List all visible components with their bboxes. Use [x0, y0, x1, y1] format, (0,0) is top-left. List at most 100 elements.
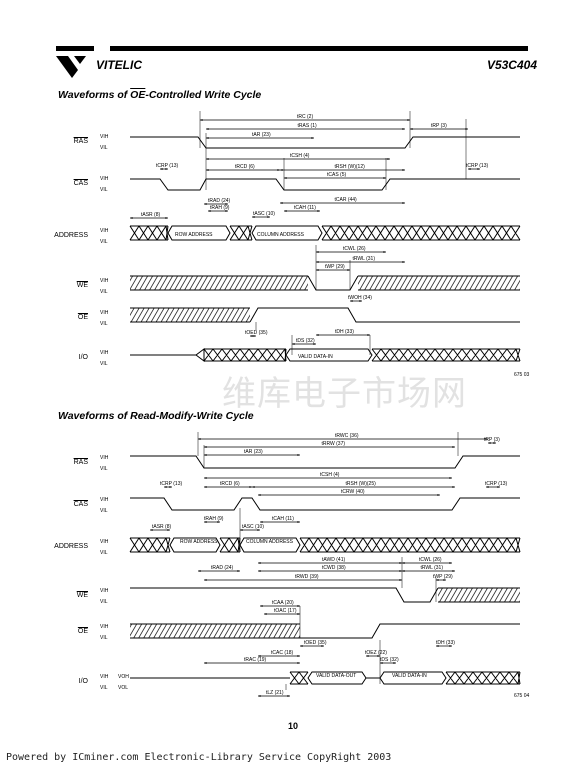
s2-row-address-label: ROW ADDRESS: [180, 539, 218, 545]
s2-signal-ras: RAS: [73, 459, 88, 466]
s1-twp: tWP (29): [325, 264, 345, 270]
s2-we-wave: [130, 587, 439, 603]
s2-tasr: tASR (8): [152, 524, 172, 530]
s1-tcas: tCAS (5): [327, 172, 347, 178]
s1-trwl: tRWL (31): [353, 256, 376, 262]
s2-trcd: tRCD (6): [220, 481, 240, 487]
section1-title-overline: OE: [130, 89, 146, 101]
s1-tras: tRAS (1): [298, 123, 318, 129]
part-number: V53C404: [486, 58, 537, 72]
s2-toez: tOEZ (22): [365, 650, 387, 656]
s2-io-vil: VIL: [100, 685, 108, 691]
s2-valid-data-out-label: VALID DATA-OUT: [316, 673, 356, 679]
s1-trsh: tRSH (W)(12): [335, 164, 366, 170]
s2-tlz: tLZ (21): [266, 690, 284, 696]
s2-signal-we: WE: [76, 592, 88, 599]
s2-signal-cas: CAS: [73, 501, 88, 508]
s1-io-data-box: [285, 348, 373, 362]
s1-ras-wave: [130, 136, 520, 149]
section1-title-suffix: -Controlled Write Cycle: [145, 89, 262, 101]
s2-column-address-label: COLUMN ADDRESS: [246, 539, 294, 545]
s2-signal-io: I/O: [78, 678, 88, 685]
s1-we-hatch-b: [358, 276, 520, 290]
s1-cas-vil: VIL: [100, 187, 108, 193]
s2-tds: tDS (32): [380, 657, 399, 663]
s1-signal-oe: OE: [77, 314, 88, 321]
s2-valid-data-in-label: VALID DATA-IN: [392, 673, 427, 679]
s2-tawd: tAWD (41): [322, 557, 345, 563]
s2-addr-vih: VIH: [100, 539, 109, 545]
s1-figure-number: 675 03: [514, 372, 530, 378]
s2-addr-hatch-c: [299, 537, 521, 553]
s1-oe-vih: VIH: [100, 310, 109, 316]
s1-io-hatch-b: [371, 348, 521, 362]
s1-signal-address: ADDRESS: [54, 232, 88, 239]
section1-title: Waveforms of OE-Controlled Write Cycle: [58, 89, 261, 101]
section2-title: Waveforms of Read-Modify-Write Cycle: [58, 410, 254, 422]
s2-we-vih: VIH: [100, 588, 109, 594]
s1-row-address-label: ROW ADDRESS: [175, 232, 213, 238]
s2-figure-number: 675 04: [514, 693, 530, 699]
s2-addr-col-box: [239, 537, 301, 553]
s1-addr-row-box: [167, 225, 231, 241]
s1-trp: tRP (3): [431, 123, 447, 129]
s1-cas-wave: [130, 178, 520, 191]
s1-oe-vil: VIL: [100, 321, 108, 327]
s1-tdh: tDH (33): [335, 329, 354, 335]
s2-trp: tRP (3): [484, 437, 500, 443]
s2-we-hatch-edge: [438, 587, 520, 603]
s2-addr-hatch-a: [129, 537, 171, 553]
s1-tcsh: tCSH (4): [290, 153, 310, 159]
s1-addr-hatch-c: [321, 225, 521, 241]
s1-addr-hatch-a: [129, 225, 169, 241]
s2-tcac: tCAC (18): [271, 650, 294, 656]
s2-tcah: tCAH (11): [272, 516, 294, 522]
s1-we-hatch-a: [130, 276, 308, 290]
s2-trrw: tRRW (37): [322, 441, 346, 447]
s1-signal-ras: RAS: [73, 138, 88, 145]
s2-oe-hatch-edge: [130, 623, 300, 639]
s2-cas-vil: VIL: [100, 508, 108, 514]
s1-io-hiz: [130, 348, 205, 362]
s2-trwd: tRWD (39): [295, 574, 319, 580]
s1-oe-wave: [249, 307, 520, 323]
s1-valid-data-in-label: VALID DATA-IN: [298, 354, 333, 360]
s2-tcrp1: tCRP (13): [160, 481, 182, 487]
s1-tasr: tASR (8): [141, 212, 161, 218]
section1-title-prefix: Waveforms of: [58, 89, 131, 101]
s1-addr-hatch-b: [229, 225, 253, 241]
s2-signal-oe: OE: [77, 628, 88, 635]
s2-tcsh: tCSH (4): [320, 472, 340, 478]
s2-tar: tAR (23): [244, 449, 263, 455]
s1-twoh: tWOH (34): [348, 295, 372, 301]
s1-we-hatch-b-edge: [358, 275, 520, 291]
watermark: 维库电子市场网: [222, 374, 467, 414]
s1-signal-cas: CAS: [73, 180, 88, 187]
s2-toed: tOED (35): [304, 640, 327, 646]
s2-tcaa: tCAA (20): [272, 600, 294, 606]
s2-oe-wave: [300, 623, 520, 639]
s2-we-hatch: [438, 588, 520, 602]
s1-toed: tOED (35): [245, 330, 268, 336]
s2-io-voh: VOH: [118, 674, 129, 680]
s2-io-vol: VOL: [118, 685, 129, 691]
s2-oe-hatch: [130, 624, 300, 638]
s1-column-address-label: COLUMN ADDRESS: [257, 232, 305, 238]
s2-trah: tRAH (9): [204, 516, 224, 522]
s2-ras-vih: VIH: [100, 455, 109, 461]
s2-io-hatch-b: [445, 671, 521, 685]
s1-tasc: tASC (10): [253, 211, 275, 217]
page-number: 10: [288, 721, 299, 731]
header-rule-left: [56, 46, 94, 51]
s2-tcrp2: tCRP (13): [485, 481, 507, 487]
s1-tar: tAR (23): [252, 132, 271, 138]
s1-we-pulse: [307, 275, 359, 291]
s2-ras-wave: [130, 455, 520, 469]
s1-oe-hatch: [130, 308, 250, 322]
s2-trad: tRAD (24): [211, 565, 234, 571]
s1-we-vih: VIH: [100, 278, 109, 284]
s2-signal-address: ADDRESS: [54, 543, 88, 550]
s1-tcah: tCAH (11): [294, 205, 316, 211]
s2-io-din-box: [379, 671, 447, 685]
